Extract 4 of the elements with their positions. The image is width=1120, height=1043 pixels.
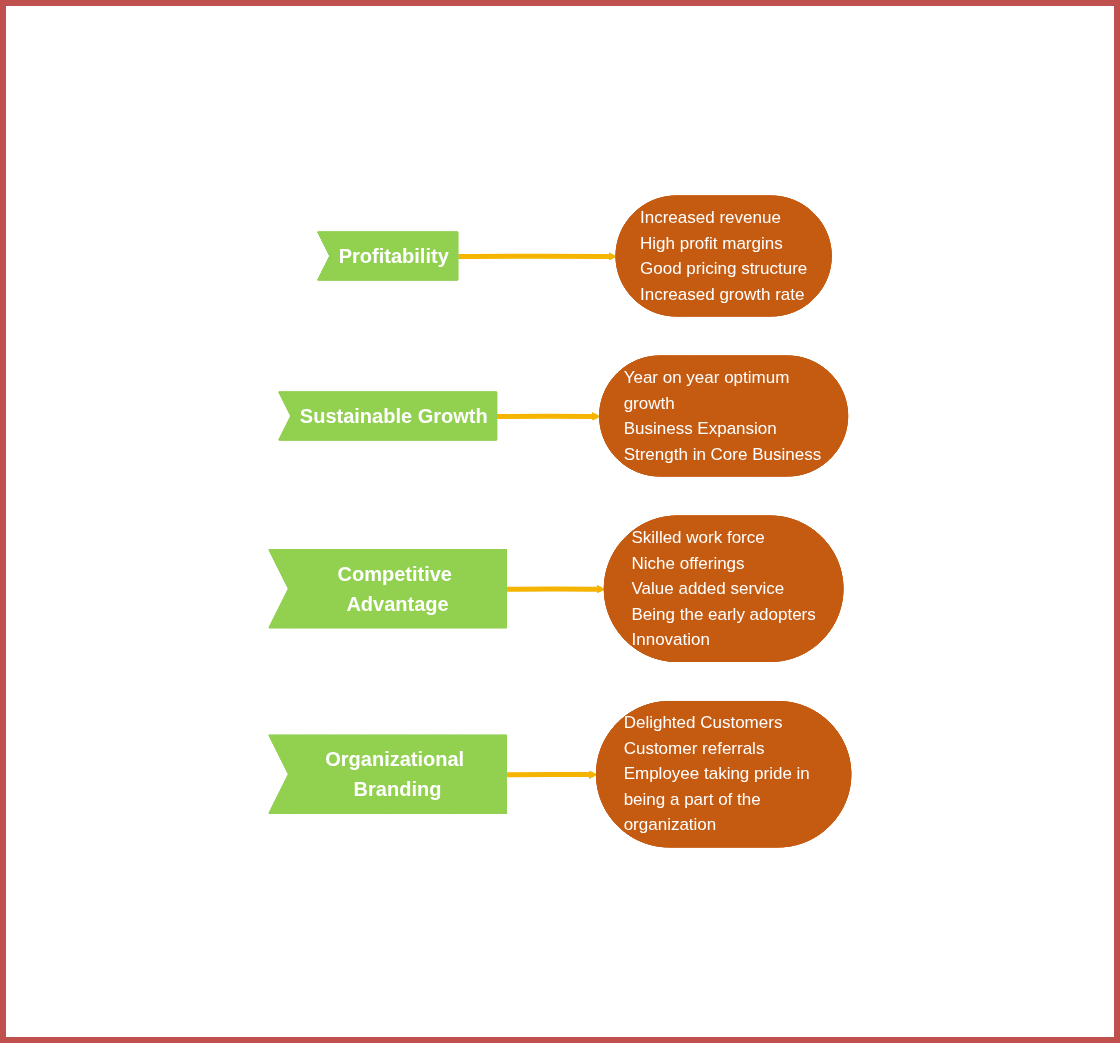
arrow xyxy=(507,770,598,780)
arrow xyxy=(497,412,601,421)
arrow xyxy=(507,584,606,594)
arrow xyxy=(458,252,618,261)
